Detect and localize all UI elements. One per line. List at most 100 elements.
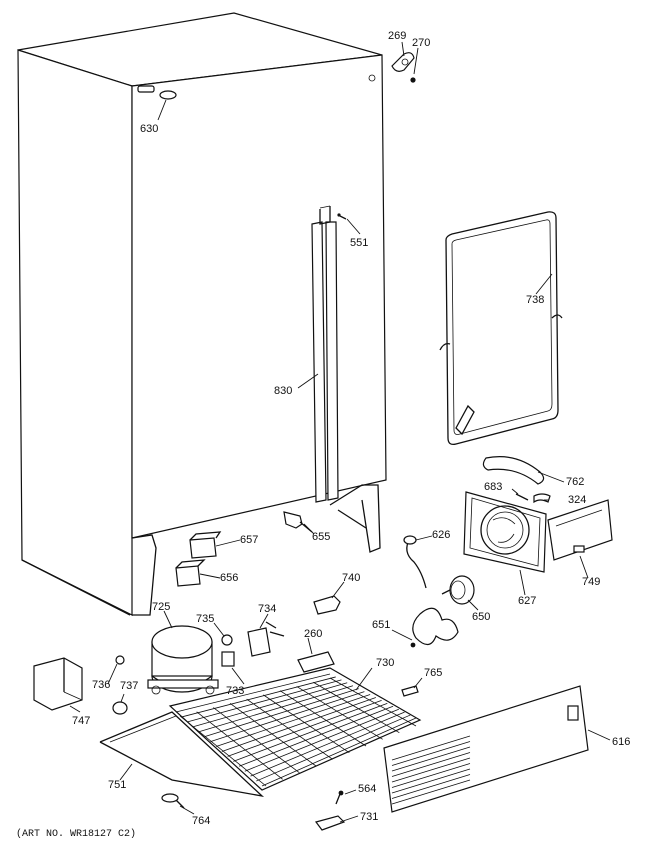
condenser-coil-line bbox=[261, 717, 417, 787]
grommet-736 bbox=[115, 655, 125, 665]
condenser-coil-line bbox=[238, 705, 394, 767]
condenser-730 bbox=[168, 667, 422, 791]
bracket-747 bbox=[33, 657, 83, 711]
thermistor-626 bbox=[403, 535, 427, 589]
label-657: 657 bbox=[240, 534, 258, 546]
screw-564 bbox=[335, 790, 344, 805]
label-730: 730 bbox=[376, 657, 394, 669]
base-pan-751 bbox=[99, 711, 265, 798]
condenser-coil-line bbox=[193, 682, 348, 728]
condenser-wire-line bbox=[229, 703, 317, 767]
part-324 bbox=[533, 493, 551, 504]
label-735: 735 bbox=[196, 613, 214, 625]
label-551: 551 bbox=[350, 237, 368, 249]
grille-slot bbox=[391, 735, 471, 761]
condenser-wire-line bbox=[263, 694, 350, 753]
grille-slot bbox=[391, 763, 471, 788]
bracket-656 bbox=[175, 559, 206, 587]
label-626: 626 bbox=[432, 529, 450, 541]
condenser-coil-line bbox=[198, 685, 354, 733]
fan-blade-651 bbox=[410, 607, 459, 648]
condenser-wire-line bbox=[246, 698, 333, 760]
part-labels: 269 270 630 551 738 830 762 683 324 657 … bbox=[16, 30, 630, 840]
label-616: 616 bbox=[612, 736, 630, 748]
label-260: 260 bbox=[304, 628, 322, 640]
condenser-coil-line bbox=[244, 708, 399, 772]
condenser-wire-line bbox=[279, 690, 367, 747]
grille-slot bbox=[391, 746, 471, 772]
screw-764 bbox=[161, 793, 185, 809]
label-747: 747 bbox=[72, 715, 90, 727]
condenser-coil-line bbox=[227, 700, 382, 757]
grille-slot bbox=[391, 768, 471, 794]
label-830: 830 bbox=[274, 385, 292, 397]
condenser-coil-line bbox=[233, 702, 388, 762]
clip-731 bbox=[314, 815, 346, 831]
condenser-coil-line bbox=[181, 676, 336, 718]
condenser-wire-line bbox=[296, 686, 383, 740]
label-650: 650 bbox=[472, 611, 490, 623]
door-gasket bbox=[439, 211, 563, 446]
hinge-cap-part bbox=[391, 52, 416, 83]
bracket-740 bbox=[313, 595, 341, 615]
label-765: 765 bbox=[424, 667, 442, 679]
compressor-725 bbox=[147, 625, 219, 695]
label-564: 564 bbox=[358, 783, 376, 795]
clip-765 bbox=[401, 685, 419, 697]
label-751: 751 bbox=[108, 779, 126, 791]
label-269: 269 bbox=[388, 30, 406, 42]
label-655: 655 bbox=[312, 531, 330, 543]
refrigerator-cabinet bbox=[17, 12, 387, 616]
label-734: 734 bbox=[258, 603, 276, 615]
label-270: 270 bbox=[412, 37, 430, 49]
clip-655 bbox=[283, 511, 313, 533]
condenser-coil-line bbox=[250, 711, 405, 777]
fan-motor-650 bbox=[441, 575, 475, 605]
condenser-coil-line bbox=[204, 688, 359, 738]
condenser-wire-line bbox=[196, 711, 283, 780]
grille-616 bbox=[383, 685, 589, 813]
grille-slot bbox=[391, 752, 471, 777]
relay-734 bbox=[247, 621, 285, 657]
grille-slot bbox=[391, 774, 471, 799]
overload-733 bbox=[221, 651, 235, 667]
label-731: 731 bbox=[360, 811, 378, 823]
label-738: 738 bbox=[526, 294, 544, 306]
part-260 bbox=[297, 651, 335, 673]
label-627: 627 bbox=[518, 595, 536, 607]
part-737 bbox=[112, 701, 128, 715]
grommet-735 bbox=[221, 634, 233, 646]
label-630: 630 bbox=[140, 123, 158, 135]
art-number: (ART NO. WR18127 C2) bbox=[16, 828, 136, 840]
condenser-coil-line bbox=[216, 694, 371, 747]
label-762: 762 bbox=[566, 476, 584, 488]
tube-762 bbox=[482, 456, 545, 485]
condenser-wire-line bbox=[213, 707, 300, 773]
label-736: 736 bbox=[92, 679, 110, 691]
label-749: 749 bbox=[582, 576, 600, 588]
leader-lines bbox=[69, 41, 611, 823]
cover-749 bbox=[547, 499, 613, 561]
label-651: 651 bbox=[372, 619, 390, 631]
condenser-wire-line bbox=[329, 677, 417, 727]
label-764: 764 bbox=[192, 815, 210, 827]
bracket-657 bbox=[189, 531, 222, 559]
condenser-coil-line bbox=[221, 697, 376, 752]
condenser-coil-line bbox=[256, 714, 411, 782]
condenser-coil-line bbox=[187, 679, 342, 723]
grille-slot bbox=[391, 779, 471, 805]
label-725: 725 bbox=[152, 601, 170, 613]
grille-slot bbox=[391, 757, 471, 783]
label-740: 740 bbox=[342, 572, 360, 584]
label-733: 733 bbox=[226, 685, 244, 697]
grille-slot bbox=[391, 741, 471, 766]
condenser-wire-line bbox=[313, 681, 400, 734]
label-683: 683 bbox=[484, 481, 502, 493]
condenser-coil-line bbox=[210, 691, 365, 742]
label-737: 737 bbox=[120, 680, 138, 692]
condenser-coil-line bbox=[175, 673, 331, 713]
label-656: 656 bbox=[220, 572, 238, 584]
fan-shroud-627 bbox=[463, 491, 547, 573]
label-324: 324 bbox=[568, 494, 586, 506]
